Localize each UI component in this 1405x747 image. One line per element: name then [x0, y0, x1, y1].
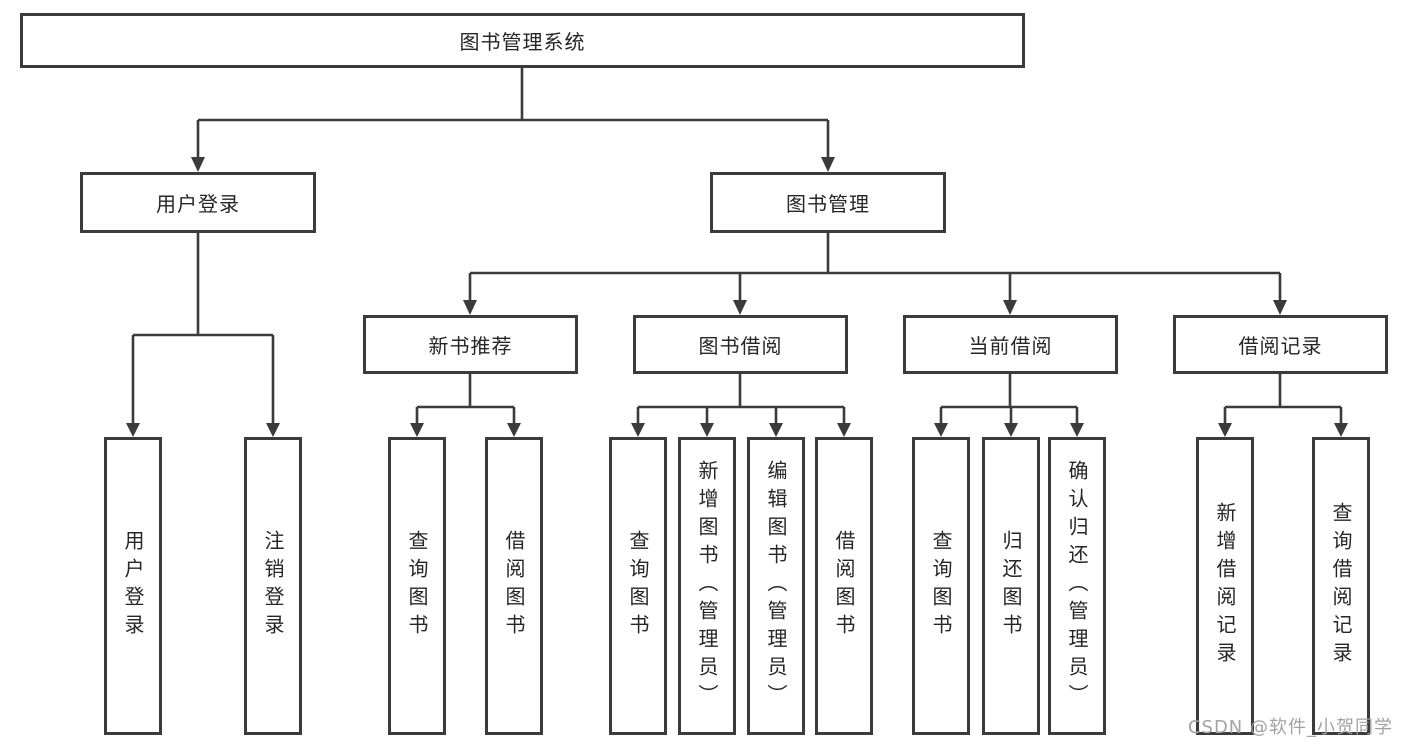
node-book-borrowing: 图书借阅	[633, 315, 848, 374]
leaf-query-books-recommend: 查询图书	[388, 437, 446, 735]
node-label: 新增图书（管理员）	[695, 460, 719, 712]
leaf-add-borrow-record: 新增借阅记录	[1196, 437, 1254, 735]
leaf-borrow-books-borrowing: 借阅图书	[815, 437, 873, 735]
node-label: 图书管理	[786, 192, 870, 216]
node-label: 图书借阅	[698, 334, 783, 358]
leaf-logout: 注销登录	[244, 437, 302, 735]
connector-root-children	[191, 68, 835, 172]
node-label: 借阅图书	[832, 530, 856, 642]
connector-new-book-children	[410, 374, 521, 437]
node-label: 确认归还（管理员）	[1065, 460, 1089, 712]
node-label: 编辑图书（管理员）	[764, 460, 788, 712]
leaf-confirm-return-admin: 确认归还（管理员）	[1048, 437, 1106, 735]
connector-user-login-children	[126, 233, 280, 437]
node-label: 新增借阅记录	[1213, 502, 1237, 670]
connector-book-borrowing-children	[631, 374, 851, 437]
leaf-query-books-current: 查询图书	[912, 437, 970, 735]
node-label: 用户登录	[121, 530, 145, 642]
node-label: 用户登录	[156, 192, 240, 216]
node-label: 新书推荐	[428, 334, 513, 358]
node-borrowing-records: 借阅记录	[1173, 315, 1388, 374]
node-user-login: 用户登录	[80, 172, 316, 233]
node-label: 借阅图书	[502, 530, 526, 642]
node-current-borrowing: 当前借阅	[903, 315, 1118, 374]
node-label: 借阅记录	[1238, 334, 1323, 358]
node-new-book-recommendation: 新书推荐	[363, 315, 578, 374]
connector-borrowing-records-children	[1218, 374, 1348, 437]
node-label: 查询图书	[929, 530, 953, 642]
node-label: 查询图书	[405, 530, 429, 642]
leaf-return-books: 归还图书	[982, 437, 1040, 735]
connector-book-management-children	[463, 233, 1287, 315]
csdn-watermark: CSDN @软件_小贺同学	[1187, 717, 1393, 738]
node-label: 查询借阅记录	[1329, 502, 1353, 670]
leaf-user-login: 用户登录	[104, 437, 162, 735]
leaf-edit-book-admin: 编辑图书（管理员）	[747, 437, 805, 735]
leaf-borrow-books-recommend: 借阅图书	[485, 437, 543, 735]
node-label: 当前借阅	[968, 334, 1053, 358]
connector-current-borrowing-children	[934, 374, 1084, 437]
node-label: 归还图书	[999, 530, 1023, 642]
node-label: 注销登录	[261, 530, 285, 642]
node-label: 图书管理系统	[459, 30, 586, 54]
leaf-add-book-admin: 新增图书（管理员）	[678, 437, 736, 735]
node-library-management-system: 图书管理系统	[20, 13, 1025, 68]
leaf-query-books-borrowing: 查询图书	[609, 437, 667, 735]
node-label: 查询图书	[626, 530, 650, 642]
node-book-management: 图书管理	[710, 172, 946, 233]
leaf-query-borrow-record: 查询借阅记录	[1312, 437, 1370, 735]
